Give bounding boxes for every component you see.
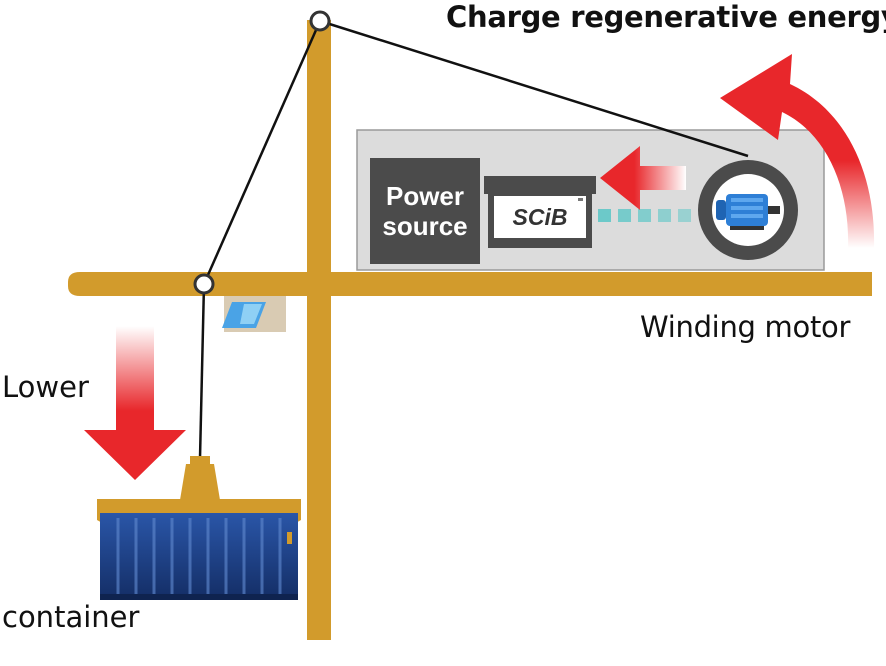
lower-arrow-down [84,326,186,480]
charge-arrow-left [600,146,686,210]
shipping-container-icon [100,513,298,600]
winding-motor-label: Winding motor [640,310,851,344]
energy-flow-dots [598,209,691,222]
regenerative-curved-arrow [720,54,875,248]
lower-label: Lower [2,370,89,404]
container-label: container [2,600,140,634]
hoist-cable [198,19,749,459]
cab-window-icon [222,296,286,332]
power-source-line2: source [382,211,468,241]
power-source-box [370,158,480,264]
diagram-title: Charge regenerative energy [446,0,886,34]
electric-motor-icon [698,160,798,260]
power-source-label: Power source [370,158,480,264]
power-source-line1: Power [385,181,465,211]
battery-label: SCiB [512,203,568,230]
crane-jib [68,272,872,296]
pulley-icon [309,10,331,32]
pulley-icon [193,273,215,295]
crane-mast [307,20,331,640]
battery-icon [484,176,596,248]
